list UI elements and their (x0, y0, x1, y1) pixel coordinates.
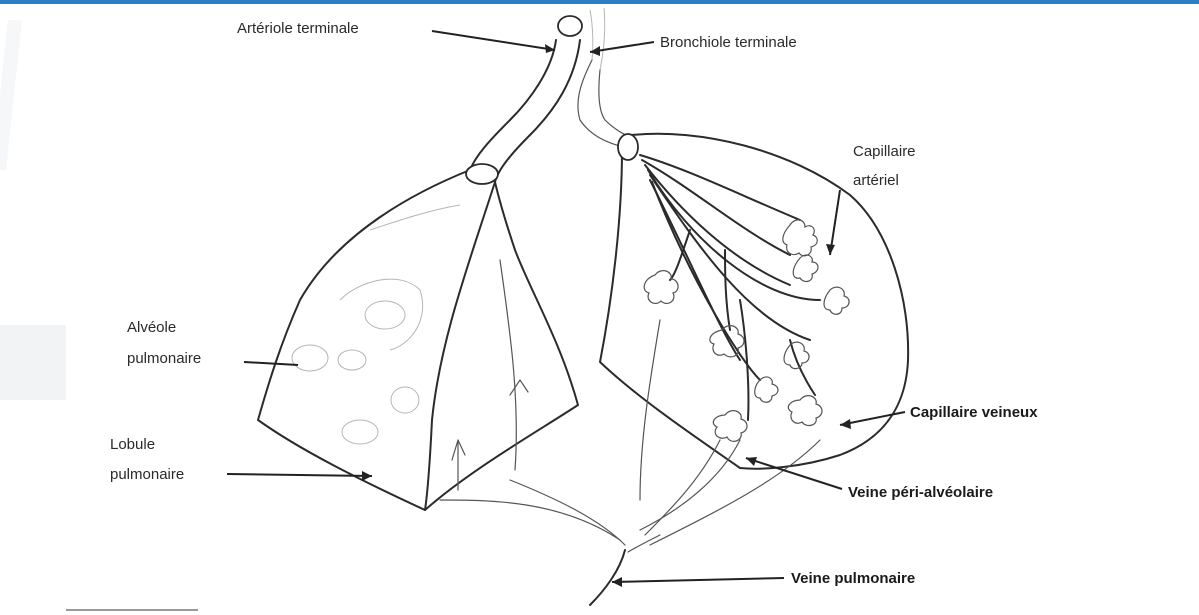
leader-veine-peri (745, 457, 843, 490)
vessel (451, 439, 466, 491)
pulmonary-vein-trunk (439, 479, 661, 606)
venous-line (639, 319, 661, 501)
label-arteriole-terminale: Artériole terminale (237, 20, 359, 37)
label-capillaire-veineux: Capillaire veineux (910, 404, 1038, 421)
arterial-capillary-cluster (643, 270, 679, 305)
alveolus-sketch (364, 300, 406, 330)
leader-capillaire-veineux (839, 411, 906, 426)
leader-arteriole (431, 30, 556, 51)
label-bronchiole-terminale: Bronchiole terminale (660, 34, 797, 51)
alveolus-sketch (341, 419, 379, 445)
leader-alveole (243, 361, 299, 366)
leader-lobule (226, 473, 373, 477)
capillary-cluster (754, 376, 779, 403)
alveolus-sketch (337, 349, 367, 371)
arterial-capillary-cluster (792, 254, 819, 283)
arterial-branch (641, 159, 791, 256)
leader-veine-pulmonaire (611, 577, 785, 583)
bronchiole-wall (598, 69, 633, 139)
arrowhead (612, 577, 622, 587)
venous-capillary-cluster (787, 395, 823, 427)
left-lobule-inner-edge (424, 181, 496, 511)
arterial-branch (739, 299, 750, 421)
bronchiole-stem (577, 7, 633, 147)
arteriole-wall (494, 39, 581, 183)
arterial-branch (644, 164, 791, 286)
right-lobule-arteriole-opening (617, 133, 639, 161)
capillary-cluster (783, 341, 810, 370)
leader-capillaire-arteriel (829, 189, 841, 256)
label-capillaire-arteriel-2: artériel (853, 172, 899, 189)
bronchiole-wall (599, 7, 606, 71)
bottom-rule (66, 609, 198, 611)
label-veine-peri-alveolaire: Veine péri-alvéolaire (848, 484, 993, 501)
label-alveole-2: pulmonaire (127, 350, 201, 367)
leader-bronchiole (589, 41, 655, 53)
arrowhead (362, 471, 372, 481)
venous-line (639, 439, 741, 531)
arteriole-opening (557, 15, 583, 37)
right-lobule (599, 132, 910, 546)
arrowhead (590, 46, 600, 56)
alveolus-sketch (369, 204, 461, 231)
vessel (499, 259, 517, 471)
label-lobule-2: pulmonaire (110, 466, 184, 483)
right-lobule-outline (599, 132, 910, 470)
left-edge-tab (0, 325, 66, 400)
left-lobule-outline (257, 169, 579, 511)
arterial-branch (649, 179, 741, 361)
top-accent-bar (0, 0, 1199, 4)
left-lobule-arteriole-opening (465, 163, 499, 185)
bronchiole-wall (589, 9, 594, 61)
pulmonary-vein (589, 549, 626, 606)
capillary-cluster (709, 325, 745, 358)
venous-line (649, 439, 821, 546)
arterial-branch (651, 181, 761, 381)
arrowhead (746, 457, 757, 466)
venous-line (439, 499, 621, 541)
vessel (509, 379, 529, 396)
label-lobule-1: Lobule (110, 436, 155, 453)
arrowhead (840, 419, 851, 429)
venous-line (509, 479, 626, 546)
venous-line (644, 439, 721, 536)
venous-line (627, 534, 661, 553)
alveolus-sketch (390, 386, 420, 414)
arrowhead (826, 244, 835, 255)
arterial-branch (639, 154, 801, 221)
arterial-branch (724, 249, 731, 331)
label-capillaire-arteriel-1: Capillaire (853, 143, 916, 160)
label-veine-pulmonaire: Veine pulmonaire (791, 570, 915, 587)
arrowhead (545, 44, 555, 53)
venous-capillary-cluster (712, 410, 748, 442)
bronchiole-wall (577, 59, 621, 147)
arteriole-stem (465, 15, 583, 185)
arterial-capillary-cluster (823, 286, 850, 315)
label-alveole-1: Alvéole (127, 319, 176, 336)
left-lobule (257, 169, 579, 511)
arteriole-wall (469, 39, 557, 171)
alveolus-sketch (291, 344, 329, 372)
arterial-branch (789, 339, 816, 396)
arterial-capillary-cluster (782, 219, 818, 257)
alveolus-sketch (339, 278, 424, 351)
